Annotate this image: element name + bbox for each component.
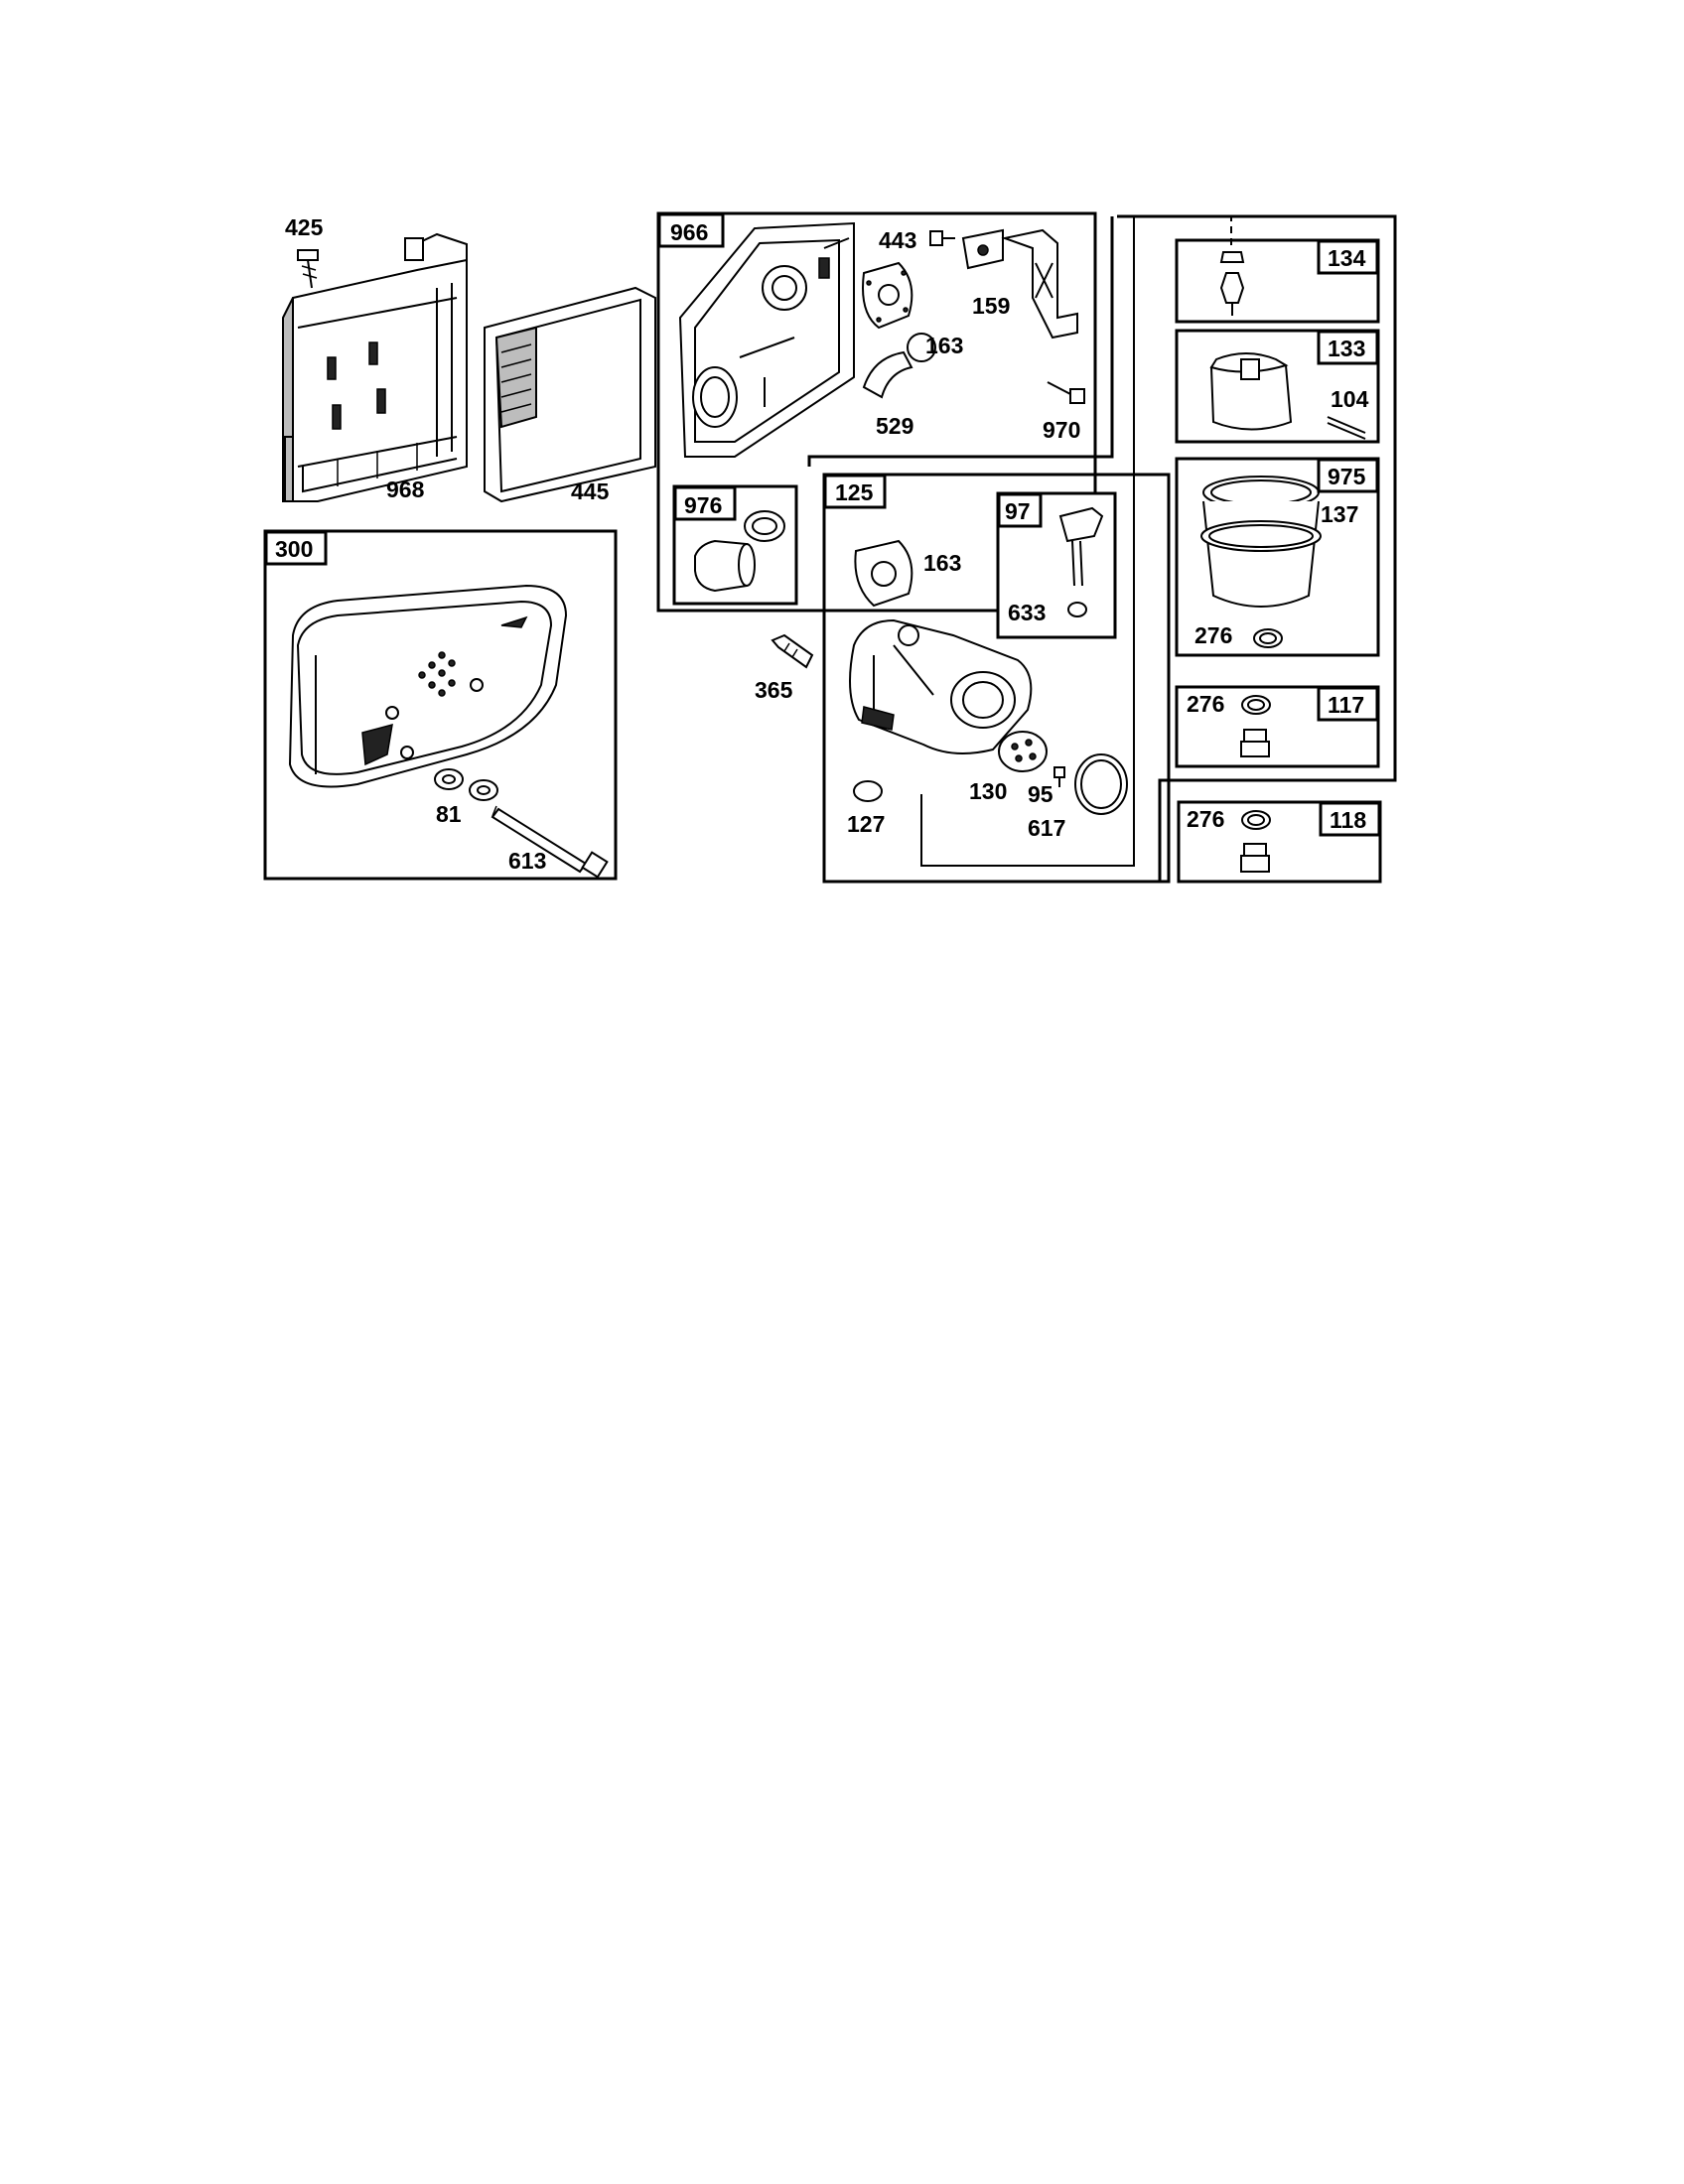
fitting-365-part (771, 633, 814, 669)
needle-134-part (1219, 251, 1245, 316)
callout-104: 104 (1331, 386, 1369, 412)
filter-976-part (694, 510, 785, 593)
label-box-300 (264, 530, 328, 566)
callout-130: 130 (969, 778, 1007, 804)
group-133-frame (1175, 329, 1380, 444)
ring-617-part (1074, 753, 1128, 815)
callout-443: 443 (879, 227, 916, 253)
callout-134: 134 (1328, 245, 1366, 271)
lever-97-part (1058, 506, 1104, 587)
plug-127-part (853, 780, 883, 802)
callout-445: 445 (571, 478, 610, 504)
callout-300: 300 (275, 536, 313, 562)
washer-276a-part (1253, 628, 1283, 648)
label-box-125 (823, 474, 887, 509)
bowl-975-part (1200, 476, 1322, 608)
label-box-117 (1317, 686, 1379, 722)
callout-276a: 276 (1194, 622, 1232, 648)
air-filter-445-part (484, 286, 656, 503)
callout-276c: 276 (1187, 806, 1224, 832)
callout-968: 968 (386, 477, 425, 502)
label-box-118 (1319, 801, 1381, 837)
muffler-300-frame (263, 529, 618, 881)
screw-443-part (929, 230, 955, 246)
float-133-part (1209, 352, 1293, 431)
callout-133: 133 (1328, 336, 1365, 361)
screw-95-part (1053, 766, 1065, 787)
callout-159: 159 (972, 293, 1010, 319)
group-975-frame (1175, 457, 1380, 657)
callout-95: 95 (1028, 781, 1053, 807)
right-panel-frame (807, 216, 1114, 467)
screw-613-part (491, 805, 609, 879)
label-box-975 (1317, 458, 1379, 493)
callout-365: 365 (755, 677, 793, 703)
callout-81: 81 (436, 801, 462, 827)
callout-118: 118 (1330, 807, 1366, 833)
callout-425: 425 (285, 214, 324, 240)
gasket-163b-part (854, 539, 913, 608)
screw-425-part (297, 249, 319, 289)
callout-613: 613 (508, 848, 546, 874)
callout-97: 97 (1005, 498, 1031, 524)
plug-118-part (1240, 843, 1270, 873)
callout-966: 966 (670, 219, 708, 245)
washer-276b-part (1241, 695, 1271, 715)
callout-125: 125 (835, 479, 874, 505)
muffler-300-part (288, 584, 568, 788)
label-box-976 (673, 485, 737, 521)
callout-976: 976 (684, 492, 722, 518)
label-box-133 (1317, 330, 1379, 365)
carb-link-dash (1134, 215, 1232, 248)
washer-276c-part (1241, 810, 1271, 830)
label-box-966 (657, 212, 725, 248)
label-box-97 (997, 492, 1043, 528)
carburetor-housing-966-part (678, 221, 855, 458)
diaphragm-130-part (998, 731, 1048, 772)
callout-975: 975 (1328, 464, 1366, 489)
label-box-134 (1317, 239, 1379, 275)
screw-970-part (1047, 381, 1085, 404)
callout-163a: 163 (925, 333, 963, 358)
callout-276b: 276 (1187, 691, 1224, 717)
bracket-159-part (961, 228, 1078, 340)
callout-633: 633 (1008, 600, 1046, 625)
callout-117: 117 (1328, 692, 1364, 718)
air-cleaner-base-968-part (282, 232, 468, 502)
callout-529: 529 (876, 413, 913, 439)
pin-104-part (1327, 416, 1366, 440)
elbow-529-part (862, 333, 936, 399)
group-134-frame (1175, 238, 1380, 324)
gasket-163a-part (862, 261, 913, 330)
carburetor-body-125-part (849, 618, 1033, 754)
callout-163b: 163 (923, 550, 961, 576)
callout-970: 970 (1043, 417, 1080, 443)
group-966-frame (656, 211, 1097, 613)
right-panel-outline (1117, 214, 1397, 882)
callout-127: 127 (847, 811, 885, 837)
plug-117-part (1240, 729, 1270, 757)
callout-137: 137 (1321, 501, 1358, 527)
washer-81-part (434, 768, 498, 801)
callout-617: 617 (1028, 815, 1065, 841)
carburetor-125-frame (822, 473, 1171, 884)
carb-link-line (920, 216, 1135, 867)
group-117-frame (1175, 685, 1380, 768)
washer-633-part (1067, 602, 1087, 617)
group-118-frame (1177, 800, 1382, 884)
